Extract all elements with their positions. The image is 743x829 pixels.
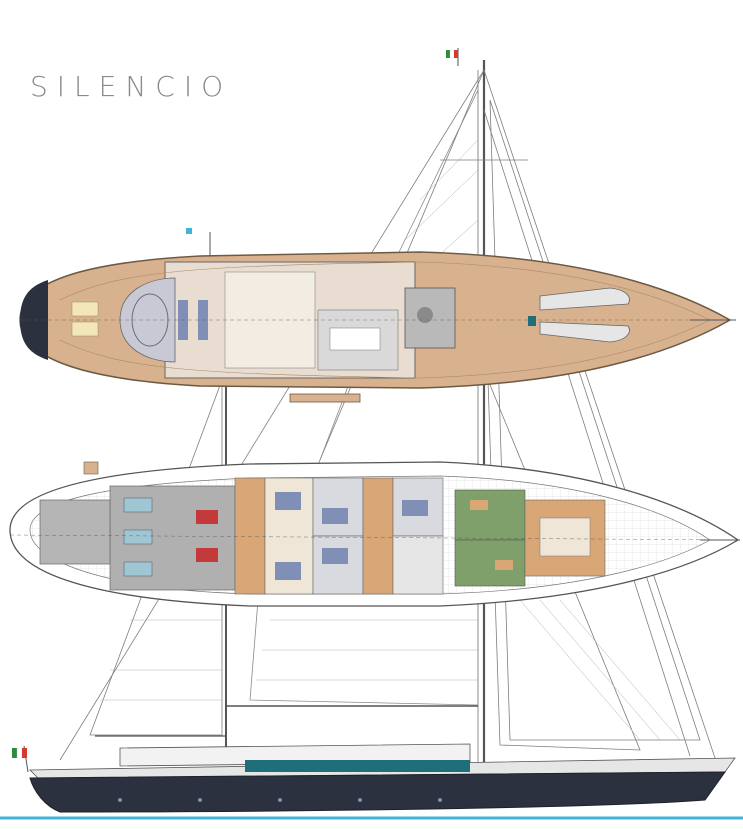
rigging xyxy=(59,60,716,762)
hull-profile xyxy=(0,743,743,820)
lower-deck-plan xyxy=(9,461,740,607)
italian-flag-icon xyxy=(446,48,459,66)
brand-logo: SILENCIO xyxy=(30,70,233,103)
italian-flag-icon xyxy=(12,745,29,773)
upper-deck-plan xyxy=(19,228,736,403)
